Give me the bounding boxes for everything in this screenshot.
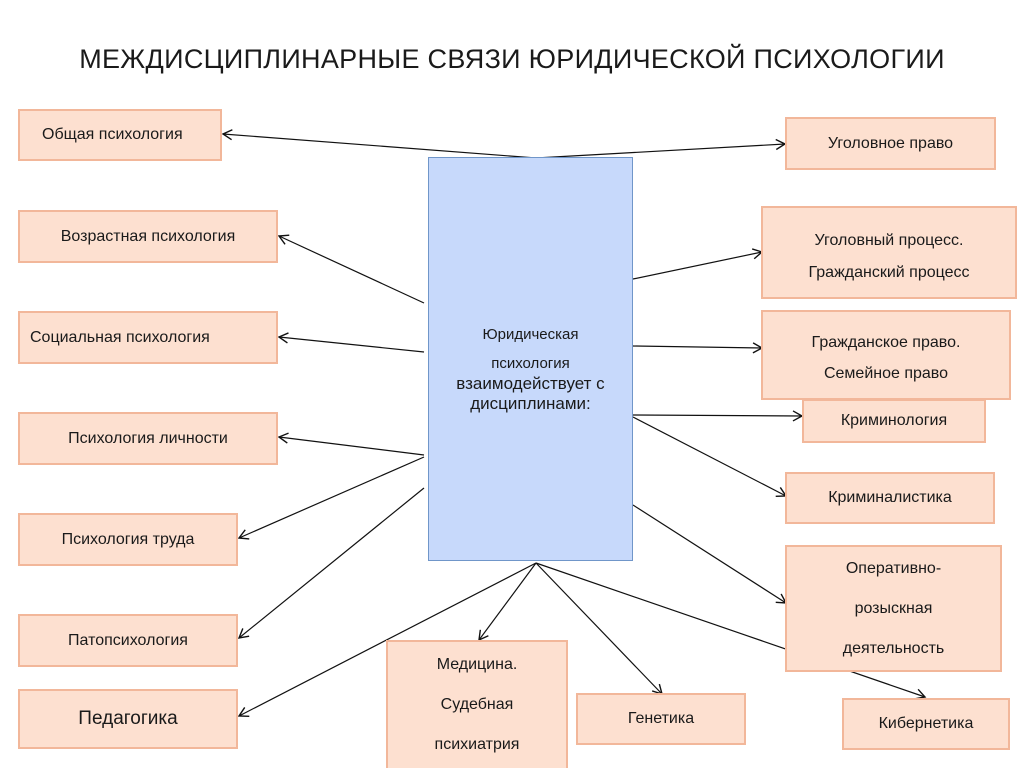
node-forensics: Криминалистика	[785, 472, 995, 524]
node-personality-psychology: Психология личности	[18, 412, 278, 465]
arrow-to-pedagogy	[237, 562, 537, 718]
node-cybernetics: Кибернетика	[842, 698, 1010, 750]
node-operative-investigative: Оперативно- розыскная деятельность	[785, 545, 1002, 672]
node-pedagogy-label: Педагогика	[78, 707, 178, 729]
node-criminal-law-label: Уголовное право	[827, 134, 954, 152]
node-operative-line-3: деятельность	[842, 639, 945, 657]
node-cybernetics-label: Кибернетика	[878, 715, 974, 733]
arrow-to-general-psychology	[221, 129, 537, 159]
node-procedure-line-1: Уголовный процесс.	[814, 231, 964, 249]
arrow-to-cybernetics	[535, 562, 927, 700]
node-criminal-law: Уголовное право	[785, 117, 996, 170]
node-labor-psychology: Психология труда	[18, 513, 238, 566]
center-node-legal-psychology: Юридическая психология взаимодействует с…	[428, 157, 633, 561]
node-medicine-line-2: Судебная	[440, 696, 514, 713]
node-forensics-label: Криминалистика	[828, 489, 952, 507]
center-line-2: психология	[491, 355, 570, 372]
node-genetics-label: Генетика	[627, 710, 695, 728]
node-pathopsychology-label: Патопсихология	[68, 631, 188, 649]
arrow-to-medicine	[478, 562, 537, 642]
node-genetics: Генетика	[576, 693, 746, 745]
arrow-to-operative	[632, 504, 788, 604]
arrow-to-personality-psychology	[277, 432, 425, 456]
arrow-to-forensics	[632, 416, 788, 498]
node-criminology: Криминология	[802, 399, 986, 443]
node-age-psychology: Возрастная психология	[18, 210, 278, 263]
arrow-to-social-psychology	[277, 332, 425, 353]
node-social-psychology-label: Социальная психология	[30, 328, 210, 346]
node-criminology-label: Криминология	[840, 412, 948, 430]
arrow-to-genetics	[535, 562, 663, 696]
node-medicine-line-1: Медицина.	[436, 656, 518, 673]
page-title: МЕЖДИСЦИПЛИНАРНЫЕ СВЯЗИ ЮРИДИЧЕСКОЙ ПСИХ…	[79, 44, 945, 74]
arrow-to-pathopsychology	[237, 487, 425, 639]
center-line-1: Юридическая	[482, 326, 579, 343]
node-pedagogy: Педагогика	[18, 689, 238, 749]
node-age-psychology-label: Возрастная психология	[60, 227, 236, 245]
node-personality-psychology-label: Психология личности	[68, 429, 228, 447]
node-pathopsychology: Патопсихология	[18, 614, 238, 667]
node-operative-line-1: Оперативно-	[845, 559, 942, 577]
node-medicine: Медицина. Судебная психиатрия	[386, 640, 568, 768]
arrow-to-civil-law	[632, 342, 764, 354]
node-procedure: Уголовный процесс. Гражданский процесс	[761, 206, 1017, 299]
node-civil-law-line-1: Гражданское право.	[811, 334, 961, 351]
node-civil-law-line-2: Семейное право	[823, 365, 949, 382]
node-procedure-line-2: Гражданский процесс	[808, 263, 970, 281]
node-general-psychology: Общая психология	[18, 109, 222, 161]
arrow-to-labor-psychology	[237, 456, 425, 540]
node-medicine-line-3: психиатрия	[434, 736, 520, 753]
node-social-psychology: Социальная психология	[18, 311, 278, 364]
node-civil-law: Гражданское право. Семейное право	[761, 310, 1011, 400]
node-operative-line-2: розыскная	[854, 599, 933, 617]
center-line-3: взаимодействует с	[456, 374, 605, 393]
arrow-to-age-psychology	[277, 234, 425, 304]
node-general-psychology-label: Общая психология	[42, 126, 183, 144]
arrow-to-criminology	[632, 410, 804, 422]
arrow-to-procedure	[632, 248, 764, 280]
center-line-4: дисциплинами:	[470, 394, 591, 413]
arrow-to-criminal-law	[535, 138, 787, 159]
node-labor-psychology-label: Психология труда	[61, 530, 195, 548]
